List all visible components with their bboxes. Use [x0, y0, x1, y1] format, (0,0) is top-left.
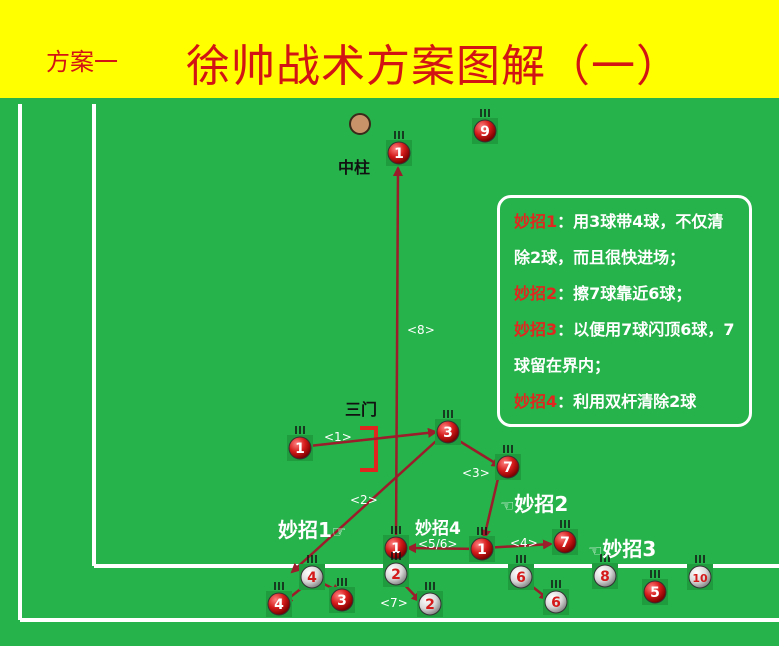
path-1: [299, 427, 438, 449]
ball-body: [553, 530, 577, 554]
ball-body: [509, 565, 533, 589]
ball-body: [496, 455, 520, 479]
move1-label: 妙招1☞: [278, 514, 346, 543]
ball-body: [470, 537, 494, 561]
path-8: [392, 166, 403, 545]
ball-number: 6: [551, 595, 561, 611]
move2-label-text: 妙招2: [514, 492, 569, 516]
pointing-hand-icon: ☞: [331, 522, 347, 541]
ball-b1-mid: 1: [383, 526, 409, 561]
ball-number: 3: [443, 425, 453, 441]
move2-label: ☜妙招2: [500, 488, 568, 517]
ball-body: [643, 580, 667, 604]
ball-number: 6: [516, 570, 526, 586]
ball-b1-right: 1: [469, 527, 495, 562]
page-title: 徐帅战术方案图解（一）: [186, 41, 681, 92]
ball-number: 7: [560, 535, 570, 551]
pointing-hand-icon: ☜: [500, 496, 515, 515]
ball-body: [418, 592, 442, 616]
ball-number: 8: [600, 569, 610, 585]
third-gate-label: 三门: [345, 400, 378, 419]
ball-number: 2: [425, 597, 435, 613]
ball-body: [384, 562, 408, 586]
ball-b2-line: 2: [383, 552, 409, 587]
step-3-label: <3>: [462, 466, 490, 480]
step-8-label: <8>: [407, 323, 435, 337]
ball-number: 1: [477, 542, 487, 558]
ball-b2-out: 2: [417, 582, 443, 617]
ball-number: 7: [503, 460, 513, 476]
move3-label: ☜妙招3: [588, 533, 656, 562]
third-gate: [360, 426, 378, 472]
ball-b3-gate: 3: [435, 410, 461, 445]
move4-label: 妙招4: [415, 519, 461, 539]
ball-body: [387, 141, 411, 165]
ball-b8-line: 8: [592, 554, 618, 589]
ball-number: 1: [394, 146, 404, 162]
note-move3: 妙招3：以便用7球闪顶6球，7球留在界内；: [514, 320, 735, 375]
title-banner: [0, 0, 779, 98]
ball-b4-line: 4: [299, 555, 325, 590]
ball-number: 4: [274, 597, 284, 613]
ball-body: [544, 590, 568, 614]
trajectories: [282, 166, 553, 604]
ball-b7-top: 7: [495, 445, 521, 480]
step-7-label: <7>: [380, 596, 408, 610]
ball-b6-line: 6: [508, 555, 534, 590]
ball-number: 10: [692, 572, 708, 585]
ball-body: [330, 588, 354, 612]
path-2: [290, 431, 447, 574]
move3-label-text: 妙招3: [602, 537, 657, 561]
scheme-label: 方案一: [46, 48, 118, 76]
ball-b3-out: 3: [329, 578, 355, 613]
step-4-label: <4>: [510, 536, 538, 550]
path-3b: [480, 469, 502, 540]
ball-b1-post: 1: [386, 131, 412, 166]
ball-number: 1: [295, 441, 305, 457]
ball-number: 3: [337, 593, 347, 609]
center-post: [349, 113, 371, 135]
tactics-notes: 妙招1：用3球带4球，不仅清除2球，而且很快进场； 妙招2：擦7球靠近6球； 妙…: [497, 195, 752, 427]
ball-body: [688, 565, 712, 589]
note-move2: 妙招2：擦7球靠近6球；: [514, 284, 692, 303]
ball-body: [436, 420, 460, 444]
move1-label-text: 妙招1: [278, 518, 332, 542]
ball-body: [473, 119, 497, 143]
ball-body: [288, 436, 312, 460]
ball-body: [593, 564, 617, 588]
ball-number: 2: [391, 567, 401, 583]
ball-body: [267, 592, 291, 616]
center-post-label: 中柱: [338, 158, 371, 177]
ball-b6-out: 6: [543, 580, 569, 615]
pointing-hand-icon: ☜: [588, 541, 603, 560]
step-2-label: <2>: [350, 493, 378, 507]
ball-b1-start: 1: [287, 426, 313, 461]
ball-body: [300, 565, 324, 589]
note-move1: 妙招1：用3球带4球，不仅清除2球，而且很快进场；: [514, 212, 724, 267]
ball-number: 4: [307, 570, 317, 586]
ball-b7-right: 7: [552, 520, 578, 555]
ball-b5: 5: [642, 570, 668, 605]
step-1-label: <1>: [324, 430, 352, 444]
ball-b4-out: 4: [266, 582, 292, 617]
note-move4: 妙招4：利用双杆清除2球: [514, 392, 697, 411]
ball-number: 5: [650, 585, 660, 601]
step-56-label: <5/6>: [418, 537, 458, 551]
path-4: [483, 539, 553, 550]
ball-b9: 9: [472, 109, 498, 144]
ball-number: 9: [480, 124, 490, 140]
ball-number: 1: [391, 541, 401, 557]
ball-b10-line: 10: [687, 555, 713, 590]
